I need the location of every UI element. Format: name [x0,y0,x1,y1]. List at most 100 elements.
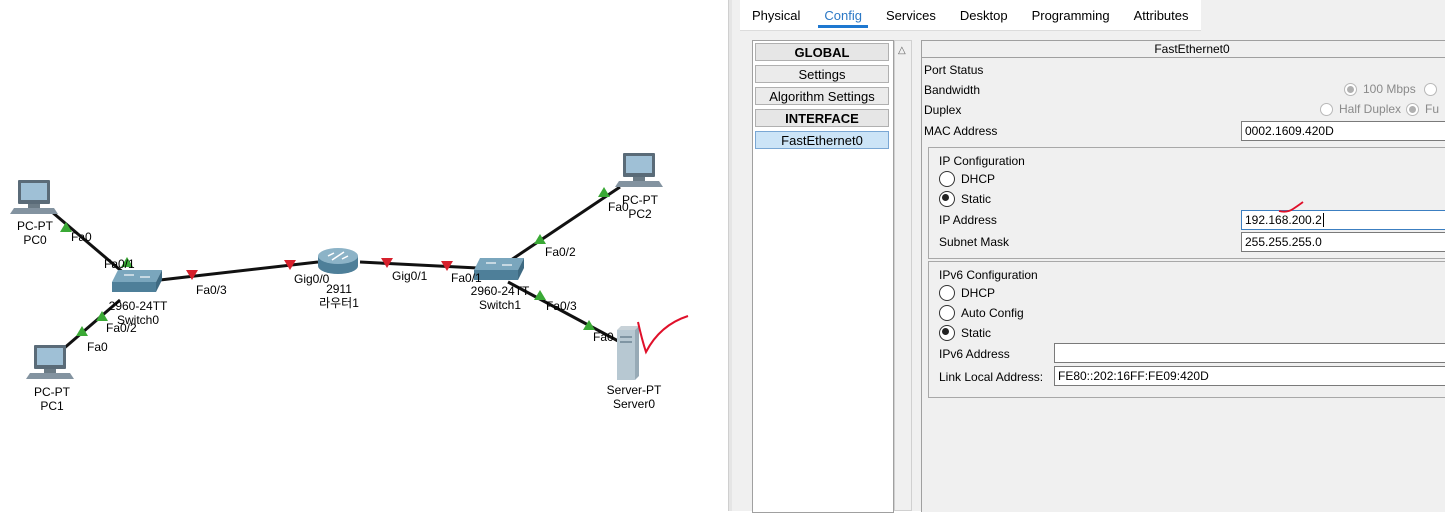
nav-header-interface[interactable]: INTERFACE [755,109,889,127]
port-label: Fa0/3 [546,299,577,313]
port-label: Gig0/1 [392,269,428,283]
device-model: 2960-24TT [108,299,168,313]
annotation-checkmark [637,315,689,355]
device-model: 2960-24TT [470,284,530,298]
nav-scrollbar[interactable]: △ [894,40,912,511]
link-pc1-switch0[interactable] [61,298,121,352]
device-model: PC-PT [17,219,53,233]
bandwidth-100-label: 100 Mbps [1363,82,1416,96]
pc-icon[interactable] [26,345,74,379]
radio-button[interactable] [939,325,955,341]
ipv6-auto-option[interactable]: Auto Config [939,305,1024,321]
link-up-marker [534,290,546,300]
duplex-options: Half Duplex Fu [1320,102,1439,116]
port-label: Fa0 [87,340,108,354]
port-status-label: Port Status [924,63,984,77]
config-nav-list: GLOBAL Settings Algorithm Settings INTER… [752,40,894,513]
bandwidth-100-option[interactable]: 100 Mbps [1344,82,1443,96]
link-down-marker [186,270,198,280]
half-duplex-label: Half Duplex [1339,102,1402,116]
ip-dhcp-label: DHCP [961,172,996,186]
tab-programming[interactable]: Programming [1031,8,1110,23]
port-label: Fa0/2 [545,245,576,259]
radio-button[interactable] [1320,102,1333,116]
device-model: PC-PT [622,193,658,207]
nav-header-global[interactable]: GLOBAL [755,43,889,61]
ip-static-label: Static [961,192,992,206]
ip-address-value: 192.168.200.2 [1245,213,1322,227]
link-up-marker [534,234,546,244]
port-label: Fa0 [71,230,92,244]
device-label-pc1: PC-PT PC1 [34,385,70,413]
switch-icon[interactable] [112,270,162,292]
device-label-server0: Server-PT Server0 [607,383,662,411]
link-up-marker [96,311,108,321]
link-switch1-server0[interactable] [507,280,621,344]
device-name: PC2 [628,207,652,221]
ipv6-configuration-title: IPv6 Configuration [939,268,1038,282]
tab-services[interactable]: Services [886,8,936,23]
radio-button[interactable] [939,171,955,187]
ipv6-dhcp-label: DHCP [961,286,996,300]
radio-button[interactable] [1406,102,1420,116]
mac-address-field[interactable]: 0002.1609.420D [1241,121,1445,141]
router-icon[interactable] [318,248,358,274]
ip-configuration-group [928,147,1445,259]
device-name: 라우터1 [319,296,359,310]
links [51,185,621,352]
nav-item-algorithm-settings[interactable]: Algorithm Settings [755,87,889,105]
text-cursor [1322,213,1324,227]
server-icon[interactable] [617,326,639,380]
ipv6-address-label: IPv6 Address [939,347,1010,361]
tab-attributes[interactable]: Attributes [1133,8,1189,23]
radio-button[interactable] [939,191,955,207]
subnet-mask-field[interactable]: 255.255.255.0 [1241,232,1445,252]
tab-desktop[interactable]: Desktop [959,8,1008,23]
topology-canvas[interactable]: PC-PT PC0 PC-PT PC1 PC-PT PC2 2960-24TT … [0,0,728,511]
ipv6-configuration-group [928,261,1445,398]
radio-button[interactable] [939,285,955,301]
nav-item-fastethernet0[interactable]: FastEthernet0 [755,131,889,149]
link-local-address-label: Link Local Address: [939,370,1044,384]
ipv6-static-option[interactable]: Static [939,325,991,341]
tab-config[interactable]: Config [812,0,874,30]
tab-physical[interactable]: Physical [752,8,801,23]
device-name: Switch0 [116,313,160,327]
ip-configuration-title: IP Configuration [939,154,1025,168]
device-label-switch0: 2960-24TT Switch0 [109,299,168,327]
chevron-up-icon[interactable]: △ [898,45,906,56]
ipv6-dhcp-option[interactable]: DHCP [939,285,995,301]
radio-button[interactable] [1423,82,1437,96]
device-model: Server-PT [606,383,662,397]
pc-icon[interactable] [615,153,663,187]
ip-address-field[interactable]: 192.168.200.2 [1241,210,1445,230]
link-up-marker [583,320,595,330]
device-label-router: 2911 라우터1 [319,282,359,310]
panel-divider[interactable] [728,0,732,511]
device-name: PC1 [40,399,64,413]
radio-button[interactable] [1344,82,1357,96]
port-label: Fa0 [593,330,614,344]
ipv6-address-field[interactable] [1054,343,1445,363]
radio-button[interactable] [939,305,955,321]
device-label-switch1: 2960-24TT Switch1 [471,284,530,312]
pc-icon[interactable] [10,180,58,214]
link-switch1-pc2[interactable] [507,185,621,264]
port-label: Fa0 [608,200,629,214]
device-name: PC0 [23,233,47,247]
link-up-marker [76,326,88,336]
panel-title: FastEthernet0 [922,41,1445,58]
switch-icon[interactable] [474,258,524,280]
topology-svg [10,153,689,380]
tab-bar: Physical Config Services Desktop Program… [740,0,1201,31]
annotation-mark-ip [1278,201,1304,213]
ipv6-auto-label: Auto Config [961,306,1024,320]
device-label-pc2: PC-PT PC2 [622,193,658,221]
nav-item-settings[interactable]: Settings [755,65,889,83]
ip-dhcp-option[interactable]: DHCP [939,171,995,187]
full-duplex-label: Fu [1425,102,1440,116]
interface-config-panel: FastEthernet0 Port Status Bandwidth 100 … [921,40,1445,512]
link-local-address-field[interactable]: FE80::202:16FF:FE09:420D [1054,366,1445,386]
ip-static-option[interactable]: Static [939,191,991,207]
link-router-switch1[interactable] [359,260,479,270]
